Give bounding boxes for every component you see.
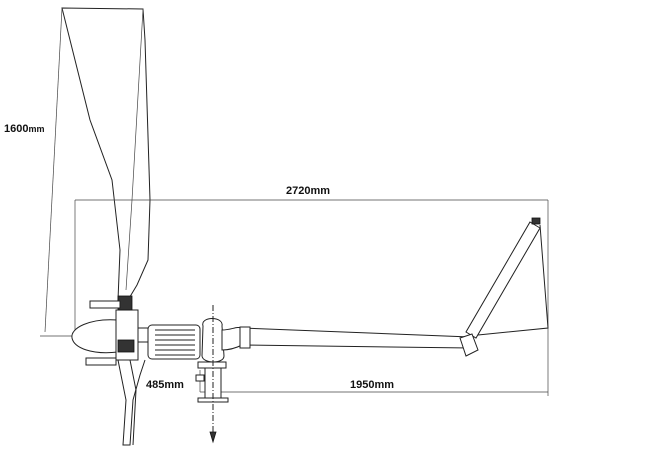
tail-boom [221,326,471,351]
tower-to-tail-label: 1950mm [350,379,394,391]
tail-vane [459,217,549,357]
dimension-lines [40,7,549,396]
overall-length-label: 2720mm [286,185,330,197]
blade-length-label: 1600mm [4,123,45,135]
generator [147,324,201,360]
yaw-assembly [195,305,229,444]
nose-cone [71,319,119,354]
lower-blades [117,359,146,446]
hub-to-tower-label: 485mm [146,379,184,391]
hub [85,295,149,366]
